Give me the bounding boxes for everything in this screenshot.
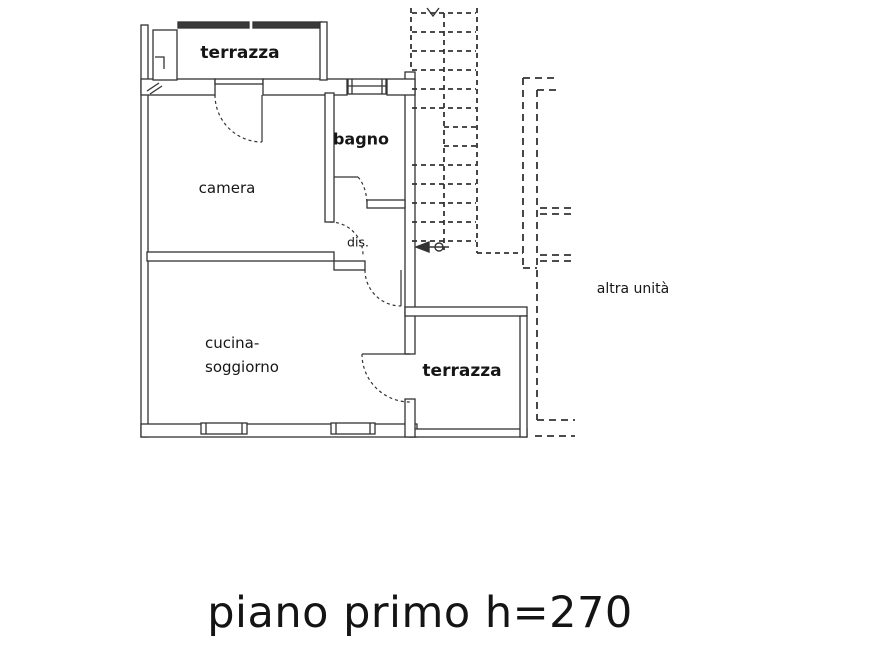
window-bottom-mid xyxy=(330,422,376,435)
door-dis-to-cucina xyxy=(364,269,402,307)
wall-top-left-segment xyxy=(140,78,216,96)
staircase-other-unit xyxy=(410,8,523,254)
door-swing-arc xyxy=(364,269,402,307)
wall-bagno-bottom xyxy=(366,199,406,209)
wall-terrace-right-top xyxy=(404,306,528,317)
window-frame xyxy=(200,422,248,435)
terrace-railing-left xyxy=(177,21,250,29)
plan-lines xyxy=(140,7,576,438)
door-swing-arc xyxy=(357,176,368,204)
stair-arrow-loop-icon xyxy=(434,242,444,252)
windows xyxy=(200,78,387,435)
door-camera-to-dis xyxy=(329,221,364,256)
annex-flue-mark xyxy=(155,56,165,69)
wall-right-exterior-lower xyxy=(404,398,416,438)
room-label-camera: camera xyxy=(198,179,256,197)
plan-caption: piano primo h=270 xyxy=(207,588,633,638)
stair-arrow-top-icon xyxy=(426,7,440,18)
door-dis-to-bagno xyxy=(334,176,368,204)
door-threshold-top xyxy=(214,78,264,85)
door-swing-arc xyxy=(329,221,364,256)
wall-camera-right xyxy=(324,92,335,223)
wall-top-right-segment xyxy=(386,78,416,96)
room-label-terrazza-right: terrazza xyxy=(422,361,502,381)
terrace-railing-right xyxy=(252,21,323,29)
partition-walls xyxy=(146,92,528,438)
terrace-top-structure xyxy=(146,21,328,95)
room-label-cucina-soggiorno: cucina- soggiorno xyxy=(205,331,279,379)
door-terrace-to-camera xyxy=(214,94,263,143)
vent-tick-icon xyxy=(146,82,163,95)
stair-arrow-head-icon xyxy=(414,240,430,254)
door-swing-arc xyxy=(361,353,411,403)
room-label-bagno: bagno xyxy=(332,129,390,149)
wall-top-mid-segment xyxy=(262,78,348,96)
window-bottom-left xyxy=(200,422,248,435)
wall-terrace-bottom xyxy=(409,428,528,438)
window-frame xyxy=(330,422,376,435)
room-label-dis: dis. xyxy=(347,234,369,250)
door-cucina-to-terrace xyxy=(361,353,411,403)
window-top-bagno xyxy=(347,78,387,95)
terrace-right-wall xyxy=(319,21,328,81)
room-label-altra-unita: altra unità xyxy=(596,281,670,297)
terrace-annex xyxy=(152,29,178,81)
wall-camera-bottom xyxy=(146,251,335,262)
room-label-terrazza-top: terrazza xyxy=(200,43,280,63)
door-swing-arc xyxy=(214,94,263,143)
wall-terrace-right-side xyxy=(519,315,528,438)
other-unit-dashed-walls xyxy=(522,77,576,437)
room-label-cucina-line2: soggiorno xyxy=(205,358,279,376)
doors xyxy=(214,94,411,403)
room-label-cucina-line1: cucina- xyxy=(205,334,260,352)
staircase-direction-arrows xyxy=(414,7,449,254)
wall-dis-bottom xyxy=(333,260,366,271)
